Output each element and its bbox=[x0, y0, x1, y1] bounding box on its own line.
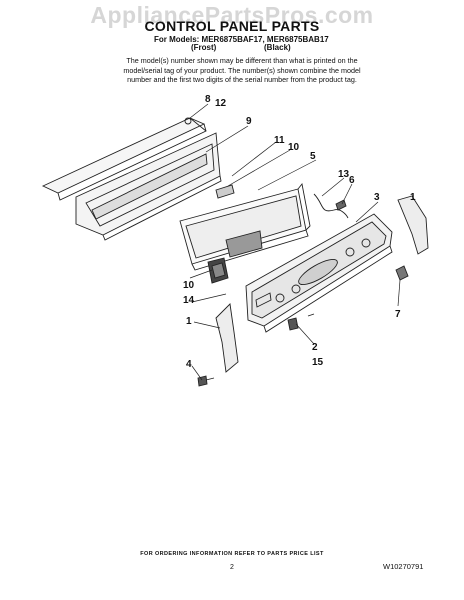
variant-black: (Black) bbox=[264, 43, 291, 52]
callout-number: 13 bbox=[338, 169, 350, 180]
page-number: 2 bbox=[230, 564, 234, 571]
part-screw bbox=[197, 375, 215, 387]
page-title: CONTROL PANEL PARTS bbox=[144, 18, 320, 34]
document-number: W10270791 bbox=[383, 562, 424, 571]
note-line: The model(s) number shown may be differe… bbox=[126, 56, 358, 65]
part-clip bbox=[287, 313, 315, 331]
callout-number: 10 bbox=[183, 280, 195, 291]
part-end-cap-left bbox=[215, 303, 239, 373]
part-rear-panel bbox=[75, 132, 222, 241]
callout-number: 4 bbox=[186, 359, 192, 370]
callout-number: 1 bbox=[410, 192, 416, 203]
callout-number: 5 bbox=[310, 151, 316, 162]
watermark: AppliancePartsPros.com bbox=[90, 2, 374, 28]
callout-number: 3 bbox=[374, 192, 380, 203]
leader-lines bbox=[189, 103, 401, 381]
callout-number: 11 bbox=[274, 135, 285, 146]
part-knob bbox=[395, 265, 409, 281]
callout-number: 8 bbox=[205, 94, 211, 105]
note-line: model/serial tag of your product. The nu… bbox=[123, 65, 361, 75]
variant-frost: (Frost) bbox=[191, 43, 217, 52]
callout-number: 7 bbox=[395, 309, 401, 320]
callout-number: 9 bbox=[246, 116, 252, 127]
note-line: number and the first two digits of the s… bbox=[127, 75, 357, 84]
models-line: For Models: MER6875BAF17, MER6875BAB17 bbox=[154, 35, 329, 44]
part-control-panel bbox=[245, 213, 393, 333]
part-rear-trim-strip bbox=[41, 117, 207, 201]
callout-number: 15 bbox=[312, 357, 324, 368]
part-control-board bbox=[179, 182, 311, 271]
callout-number: 14 bbox=[183, 295, 195, 306]
callout-number: 6 bbox=[349, 175, 355, 186]
part-end-cap-right bbox=[397, 195, 429, 255]
callout-number: 1 bbox=[186, 316, 192, 327]
part-wire-harness bbox=[313, 193, 349, 219]
model-note: The model(s) number shown may be differe… bbox=[122, 56, 362, 85]
callout-number: 10 bbox=[288, 142, 300, 153]
part-knob-bracket bbox=[207, 257, 229, 284]
callout-number: 2 bbox=[312, 342, 318, 353]
callout-number: 12 bbox=[215, 98, 227, 109]
ordering-footer: FOR ORDERING INFORMATION REFER TO PARTS … bbox=[140, 551, 324, 557]
